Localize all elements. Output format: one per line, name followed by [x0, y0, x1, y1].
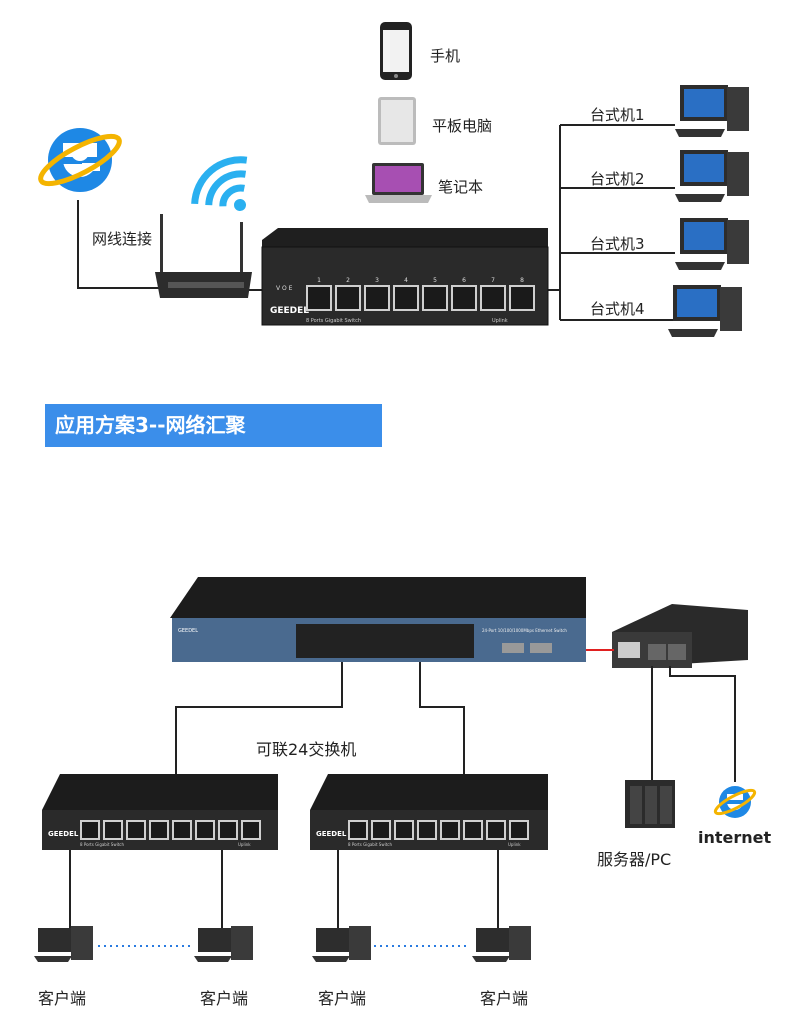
phone-icon [380, 22, 412, 80]
ethernet-port [241, 820, 261, 840]
client-label: 客户端 [38, 989, 87, 1008]
ethernet-port [172, 820, 192, 840]
link-internet-router [77, 200, 165, 289]
ethernet-port [463, 820, 483, 840]
section-title-banner: 应用方案3--网络汇聚 [45, 404, 382, 447]
port-number: 1 [317, 277, 321, 284]
client-label: 客户端 [480, 989, 529, 1008]
link-converter-internet [669, 666, 736, 782]
ethernet-port [371, 820, 391, 840]
desktop-label: 台式机3 [590, 235, 645, 253]
ethernet-port [335, 285, 361, 311]
client-label: 客户端 [200, 989, 249, 1008]
phone-label: 手机 [430, 47, 461, 65]
ethernet-port [509, 285, 535, 311]
switch-indicator: V O E [276, 285, 293, 292]
switch-port-numbers: 1 2 3 4 5 6 7 8 [306, 277, 535, 284]
tablet-label: 平板电脑 [432, 117, 493, 135]
switch-uplink: Uplink [492, 318, 508, 324]
ethernet-port [306, 285, 332, 311]
switch-front-panel-top: V O E GEEDEL 8 Ports Gigabit Switch Upli… [262, 247, 548, 325]
ethernet-port [103, 820, 123, 840]
media-converter-icon [612, 604, 748, 668]
cascade-switch-label: 可联24交换机 [256, 740, 357, 759]
port-number: 2 [346, 277, 350, 284]
ethernet-port [364, 285, 390, 311]
port-number: 6 [462, 277, 466, 284]
internet-explorer-icon [713, 786, 757, 818]
internet-explorer-icon [38, 128, 122, 192]
ethernet-port [422, 285, 448, 311]
ethernet-port [440, 820, 460, 840]
server-icon [625, 780, 675, 828]
switch-24-port-core [170, 577, 586, 662]
ethernet-port [417, 820, 437, 840]
switch-model: 8 Ports Gigabit Switch [80, 842, 125, 847]
desktop-pc-icon [675, 85, 749, 137]
desktop-pc-icon [668, 285, 742, 337]
ethernet-port [480, 285, 506, 311]
switch-model: 8 Ports Gigabit Switch [348, 842, 393, 847]
port-number: 8 [520, 277, 524, 284]
server-pc-label: 服务器/PC [597, 850, 672, 869]
client-pc-icon [312, 926, 371, 962]
switch-brand: GEEDEL [270, 306, 310, 316]
laptop-label: 笔记本 [438, 178, 484, 196]
internet-label: internet [698, 828, 772, 847]
client-label: 客户端 [318, 989, 367, 1008]
ethernet-port [149, 820, 169, 840]
ethernet-port [394, 820, 414, 840]
wired-connection-label: 网线连接 [92, 230, 153, 248]
ethernet-port [509, 820, 529, 840]
switch-brand: GEEDEL [48, 830, 79, 838]
switch-uplink: Uplink [508, 842, 521, 847]
ethernet-port [393, 285, 419, 311]
laptop-icon [365, 163, 432, 203]
port-number: 4 [404, 277, 408, 284]
core-switch-brand: GEEDEL [178, 628, 198, 634]
client-pc-icon [472, 926, 531, 962]
port-number: 3 [375, 277, 379, 284]
tablet-icon [378, 97, 416, 145]
core-switch-model: 24-Port 10/100/1000Mbps Ethernet Switch [482, 628, 567, 633]
desktop-label: 台式机4 [590, 300, 645, 318]
port-number: 5 [433, 277, 437, 284]
switch-brand: GEEDEL [316, 830, 347, 838]
switch-model: 8 Ports Gigabit Switch [306, 318, 362, 324]
switch-port-row [348, 820, 529, 840]
ethernet-port [218, 820, 238, 840]
switch-port-row [80, 820, 261, 840]
desktop-pc-icon [675, 150, 749, 202]
desktop-label: 台式机1 [590, 106, 645, 124]
port-number: 7 [491, 277, 495, 284]
ethernet-port [451, 285, 477, 311]
link-core-switch-left [175, 662, 343, 775]
switch-front-panel-left: GEEDEL 8 Ports Gigabit Switch Uplink [42, 810, 278, 850]
ethernet-port [195, 820, 215, 840]
client-pc-icon [194, 926, 253, 962]
desktop-pc-icon [675, 218, 749, 270]
switch-front-panel-right: GEEDEL 8 Ports Gigabit Switch Uplink [310, 810, 548, 850]
ethernet-port [486, 820, 506, 840]
switch-port-row [306, 285, 535, 311]
switch-uplink: Uplink [238, 842, 251, 847]
ethernet-port [348, 820, 368, 840]
router-icon [155, 214, 252, 298]
client-pc-icon [34, 926, 93, 962]
ethernet-port [126, 820, 146, 840]
desktop-label: 台式机2 [590, 170, 645, 188]
wifi-icon [191, 156, 248, 211]
link-core-switch-right [419, 662, 465, 775]
ethernet-port [80, 820, 100, 840]
